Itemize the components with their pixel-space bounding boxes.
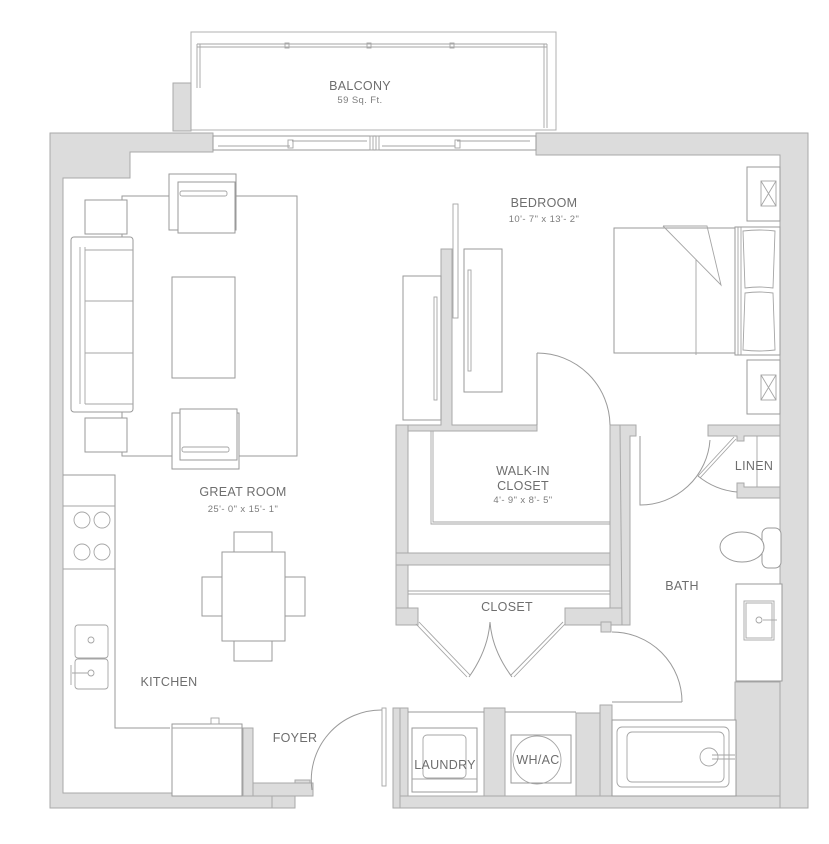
linen-doors[interactable]	[639, 436, 758, 506]
wh-ac-label: WH/AC	[516, 753, 560, 767]
foyer-label: FOYER	[272, 731, 318, 745]
bath-label: BATH	[665, 579, 699, 593]
closet-label: CLOSET	[481, 600, 533, 614]
great-room-size: 25'- 0" x 15'- 1"	[207, 504, 279, 515]
kitchen-counter	[63, 474, 254, 797]
balcony	[172, 31, 557, 132]
bath-door[interactable]	[611, 631, 683, 703]
vanity-sink	[735, 583, 783, 682]
water-heater	[505, 711, 576, 785]
balcony-sliding-door[interactable]	[212, 135, 537, 151]
wardrobes	[402, 203, 503, 421]
bedroom-door[interactable]	[536, 352, 611, 426]
walk-in-closet-size: 4'- 9" x 8'- 5"	[493, 495, 553, 506]
laundry-label: LAUNDRY	[414, 758, 476, 772]
walk-in-shelves	[430, 431, 610, 525]
refrigerator	[171, 717, 243, 797]
kitchen-label: KITCHEN	[140, 675, 198, 689]
linen-label: LINEN	[734, 459, 774, 473]
cooktop	[73, 511, 111, 561]
living-furniture	[70, 173, 298, 470]
closet-shelves	[408, 590, 610, 595]
toilet	[719, 527, 782, 569]
kitchen-sink	[70, 624, 109, 690]
great-room-label: GREAT ROOM	[199, 485, 287, 499]
closet-bifold-doors[interactable]	[415, 621, 566, 678]
interior-walls	[395, 248, 781, 797]
walk-in-closet-label-2: CLOSET	[497, 479, 549, 493]
bathtub	[611, 719, 737, 797]
entry-door[interactable]	[252, 707, 401, 809]
balcony-size: 59 Sq. Ft.	[337, 95, 383, 106]
balcony-label: BALCONY	[329, 79, 391, 93]
bedroom-size: 10'- 7" x 13'- 2"	[508, 214, 580, 225]
bed	[613, 225, 781, 356]
dining-set	[201, 531, 306, 662]
bedroom-label: BEDROOM	[510, 196, 578, 210]
walk-in-closet-label-1: WALK-IN	[496, 464, 550, 478]
nightstands	[746, 166, 781, 415]
washer-dryer	[408, 711, 484, 793]
